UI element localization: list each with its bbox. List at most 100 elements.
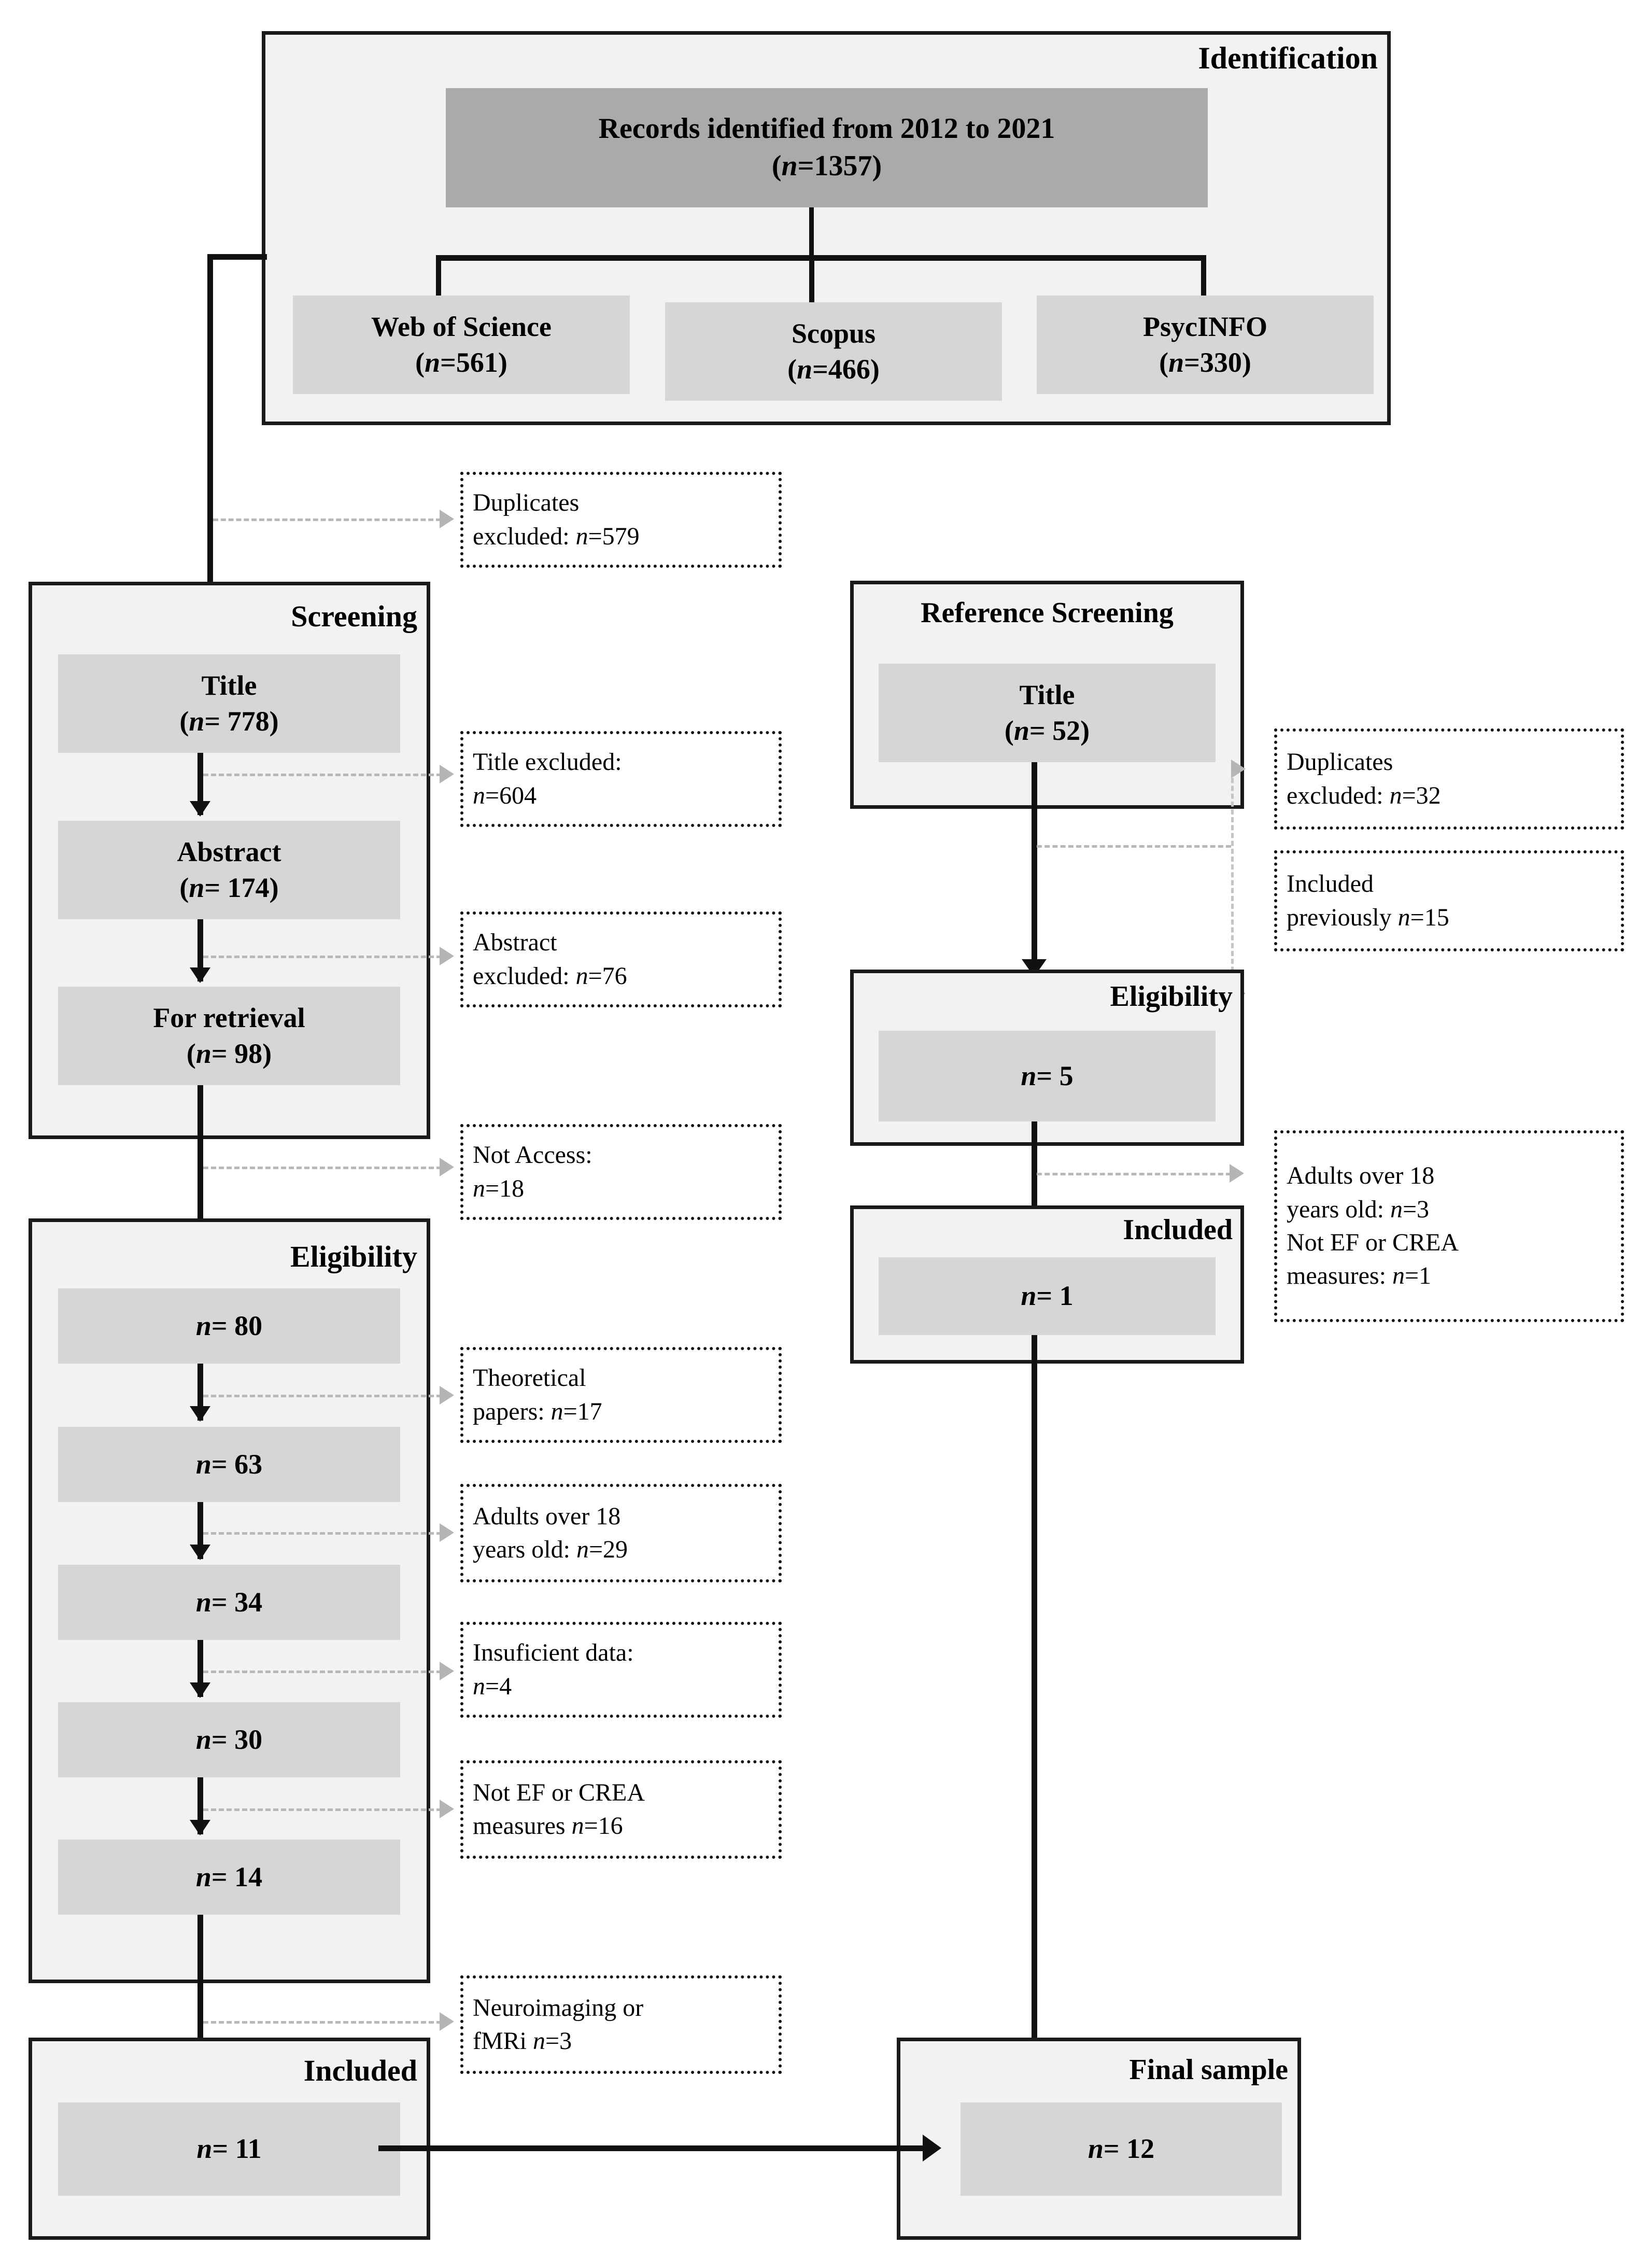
eligibility-node-34: n= 34 bbox=[58, 1565, 400, 1640]
exclusion-box-title-excluded: Title excluded: n=604 bbox=[460, 731, 782, 827]
stage-label-reference-screening: Reference Screening bbox=[921, 597, 1174, 629]
eligibility-node-63: n= 63 bbox=[58, 1427, 400, 1502]
connector-63-to-34 bbox=[197, 1502, 203, 1559]
dashed-connector-adults-over-18 bbox=[203, 1532, 442, 1535]
exclusion-adults-line2: years old: n=29 bbox=[473, 1536, 628, 1563]
database-box-scopus: Scopus (n=466) bbox=[665, 302, 1002, 401]
database-name-scopus: Scopus bbox=[791, 317, 876, 349]
connector-30-to-14 bbox=[197, 1777, 203, 1834]
arrow-duplicates bbox=[440, 510, 454, 528]
connector-34-to-30 bbox=[197, 1640, 203, 1697]
connector-reference-screening-to-eligibility bbox=[1032, 762, 1037, 977]
exclusion-ref-prev-line2: previously n=15 bbox=[1287, 903, 1449, 931]
stage-label-screening: Screening bbox=[291, 599, 417, 633]
stage-label-reference-eligibility: Eligibility bbox=[1110, 980, 1233, 1013]
dashed-connector-neuroimaging bbox=[203, 2021, 442, 2024]
arrow-adults-over-18 bbox=[440, 1523, 454, 1542]
arrow-insuficient-data bbox=[440, 1662, 454, 1680]
exclusion-ref-criteria-line4: measures: n=1 bbox=[1287, 1262, 1432, 1290]
database-count-web-of-science: (n=561) bbox=[415, 347, 507, 378]
eligibility-count-14: n= 14 bbox=[195, 1861, 263, 1892]
reference-title-label: Title bbox=[1019, 679, 1075, 710]
exclusion-neuroimaging-line1: Neuroimaging or bbox=[473, 1994, 644, 2022]
arrow-not-ef-crea bbox=[440, 1800, 454, 1818]
exclusion-theoretical-line2: papers: n=17 bbox=[473, 1397, 602, 1425]
database-name-web-of-science: Web of Science bbox=[371, 311, 552, 342]
records-identified-title: Records identified from 2012 to 2021 bbox=[598, 113, 1055, 145]
dashed-connector-insuficient-data bbox=[203, 1671, 442, 1673]
arrow-abstract-excluded bbox=[440, 947, 454, 965]
connector-abstract-to-retrieval bbox=[197, 919, 203, 981]
exclusion-abstract-line1: Abstract bbox=[473, 929, 557, 957]
screening-node-abstract: Abstract (n= 174) bbox=[58, 821, 400, 919]
exclusion-ref-prev-line1: Included bbox=[1287, 870, 1374, 898]
exclusion-box-reference-duplicates: Duplicates excluded: n=32 bbox=[1274, 728, 1624, 830]
arrow-theoretical bbox=[440, 1386, 454, 1405]
connector-screening-to-eligibility bbox=[197, 1085, 203, 1256]
connector-records-to-split bbox=[809, 207, 814, 259]
exclusion-ref-criteria-line1: Adults over 18 bbox=[1287, 1162, 1435, 1190]
arrow-into-node-63 bbox=[190, 1406, 210, 1422]
records-identified-box: Records identified from 2012 to 2021 (n=… bbox=[446, 88, 1208, 207]
exclusion-abstract-line2: excluded: n=76 bbox=[473, 962, 627, 990]
reference-eligibility-count-5: n= 5 bbox=[1021, 1060, 1074, 1091]
screening-abstract-label: Abstract bbox=[177, 836, 281, 867]
arrow-into-node-14 bbox=[190, 1820, 210, 1835]
screening-node-title: Title (n= 778) bbox=[58, 654, 400, 753]
exclusion-box-reference-criteria: Adults over 18 years old: n=3 Not EF or … bbox=[1274, 1130, 1624, 1322]
exclusion-box-neuroimaging: Neuroimaging or fMRi n=3 bbox=[460, 1975, 782, 2074]
screening-retrieval-count: (n= 98) bbox=[186, 1038, 272, 1069]
screening-title-count: (n= 778) bbox=[179, 706, 279, 737]
included-node-11: n= 11 bbox=[58, 2102, 400, 2196]
dashed-connector-reference-branch bbox=[1037, 845, 1231, 848]
eligibility-count-80: n= 80 bbox=[195, 1310, 263, 1341]
exclusion-not-ef-line2: measures n=16 bbox=[473, 1812, 623, 1840]
dashed-connector-abstract-excluded bbox=[203, 956, 442, 958]
included-count-11: n= 11 bbox=[196, 2133, 262, 2165]
stage-label-final-sample: Final sample bbox=[1129, 2054, 1288, 2086]
exclusion-title-line2: n=604 bbox=[473, 781, 537, 809]
connector-reference-included-to-final bbox=[1032, 1335, 1037, 2084]
database-count-scopus: (n=466) bbox=[787, 354, 880, 385]
exclusion-insuficient-line2: n=4 bbox=[473, 1672, 512, 1700]
eligibility-count-34: n= 34 bbox=[195, 1586, 263, 1618]
exclusion-box-not-ef-crea: Not EF or CREA measures n=16 bbox=[460, 1760, 782, 1859]
eligibility-count-63: n= 63 bbox=[195, 1448, 263, 1480]
dashed-connector-reference-branch-vertical bbox=[1231, 762, 1234, 1003]
eligibility-node-14: n= 14 bbox=[58, 1840, 400, 1915]
reference-title-count: (n= 52) bbox=[1004, 715, 1090, 746]
exclusion-box-included-previously: Included previously n=15 bbox=[1274, 850, 1624, 951]
final-sample-count-12: n= 12 bbox=[1088, 2133, 1155, 2165]
arrow-into-retrieval-box bbox=[190, 967, 210, 983]
exclusion-box-theoretical: Theoretical papers: n=17 bbox=[460, 1347, 782, 1443]
reference-eligibility-node-5: n= 5 bbox=[879, 1031, 1216, 1121]
connector-split-to-psycinfo bbox=[1201, 255, 1206, 299]
dashed-connector-title-excluded bbox=[203, 774, 442, 776]
dashed-connector-theoretical bbox=[203, 1395, 442, 1397]
dashed-connector-duplicates bbox=[213, 518, 441, 521]
exclusion-insuficient-line1: Insuficient data: bbox=[473, 1639, 634, 1667]
exclusion-box-abstract-excluded: Abstract excluded: n=76 bbox=[460, 911, 782, 1007]
exclusion-adults-line1: Adults over 18 bbox=[473, 1502, 621, 1530]
arrow-not-access bbox=[440, 1158, 454, 1176]
stage-label-eligibility: Eligibility bbox=[290, 1240, 417, 1273]
exclusion-ref-duplicates-line1: Duplicates bbox=[1287, 748, 1393, 776]
dashed-connector-not-access bbox=[203, 1167, 442, 1169]
records-identified-count: (n=1357) bbox=[771, 150, 882, 182]
screening-abstract-count: (n= 174) bbox=[179, 872, 279, 903]
reference-screening-node-title: Title (n= 52) bbox=[879, 664, 1216, 762]
connector-reference-eligibility-to-included bbox=[1032, 1121, 1037, 1254]
arrow-reference-criteria bbox=[1230, 1164, 1244, 1183]
dashed-connector-not-ef-crea bbox=[203, 1808, 442, 1811]
exclusion-duplicates-line2: excluded: n=579 bbox=[473, 522, 640, 550]
arrow-reference-duplicates bbox=[1231, 760, 1246, 778]
exclusion-theoretical-line1: Theoretical bbox=[473, 1364, 586, 1392]
final-sample-node-12: n= 12 bbox=[961, 2102, 1282, 2196]
database-box-psycinfo: PsycINFO (n=330) bbox=[1037, 296, 1374, 394]
exclusion-ref-criteria-line2: years old: n=3 bbox=[1287, 1195, 1430, 1223]
arrow-into-node-30 bbox=[190, 1682, 210, 1698]
database-box-web-of-science: Web of Science (n=561) bbox=[293, 296, 630, 394]
database-name-psycinfo: PsycINFO bbox=[1143, 311, 1267, 342]
connector-split-horizontal bbox=[438, 255, 1206, 261]
